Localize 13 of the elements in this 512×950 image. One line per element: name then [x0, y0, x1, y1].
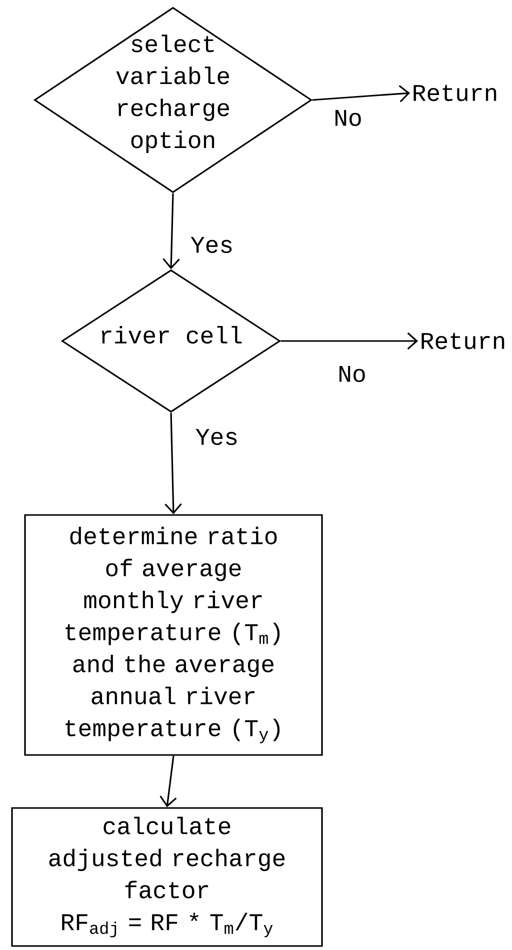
- arrow: [160, 756, 177, 808]
- edge-label: Yes: [194, 428, 240, 446]
- arrow: [312, 85, 410, 102]
- process-box: calculate adjusted recharge factor RF$_{adj}$ = RF * T$_{m}$/T$_{y}$: [11, 807, 323, 947]
- edge-label: No: [336, 364, 368, 384]
- edge-label: Yes: [189, 236, 235, 254]
- arrow: [162, 193, 180, 270]
- arrow: [164, 412, 182, 514]
- edge-label: No: [332, 108, 364, 128]
- return-label: Return: [414, 84, 496, 102]
- process-box: determine ratio of average monthly river temperature (T$_{m}$) and the average annual river temperature (T$_{y}$): [24, 514, 323, 756]
- return-label: Return: [422, 332, 504, 350]
- arrow: [280, 332, 418, 350]
